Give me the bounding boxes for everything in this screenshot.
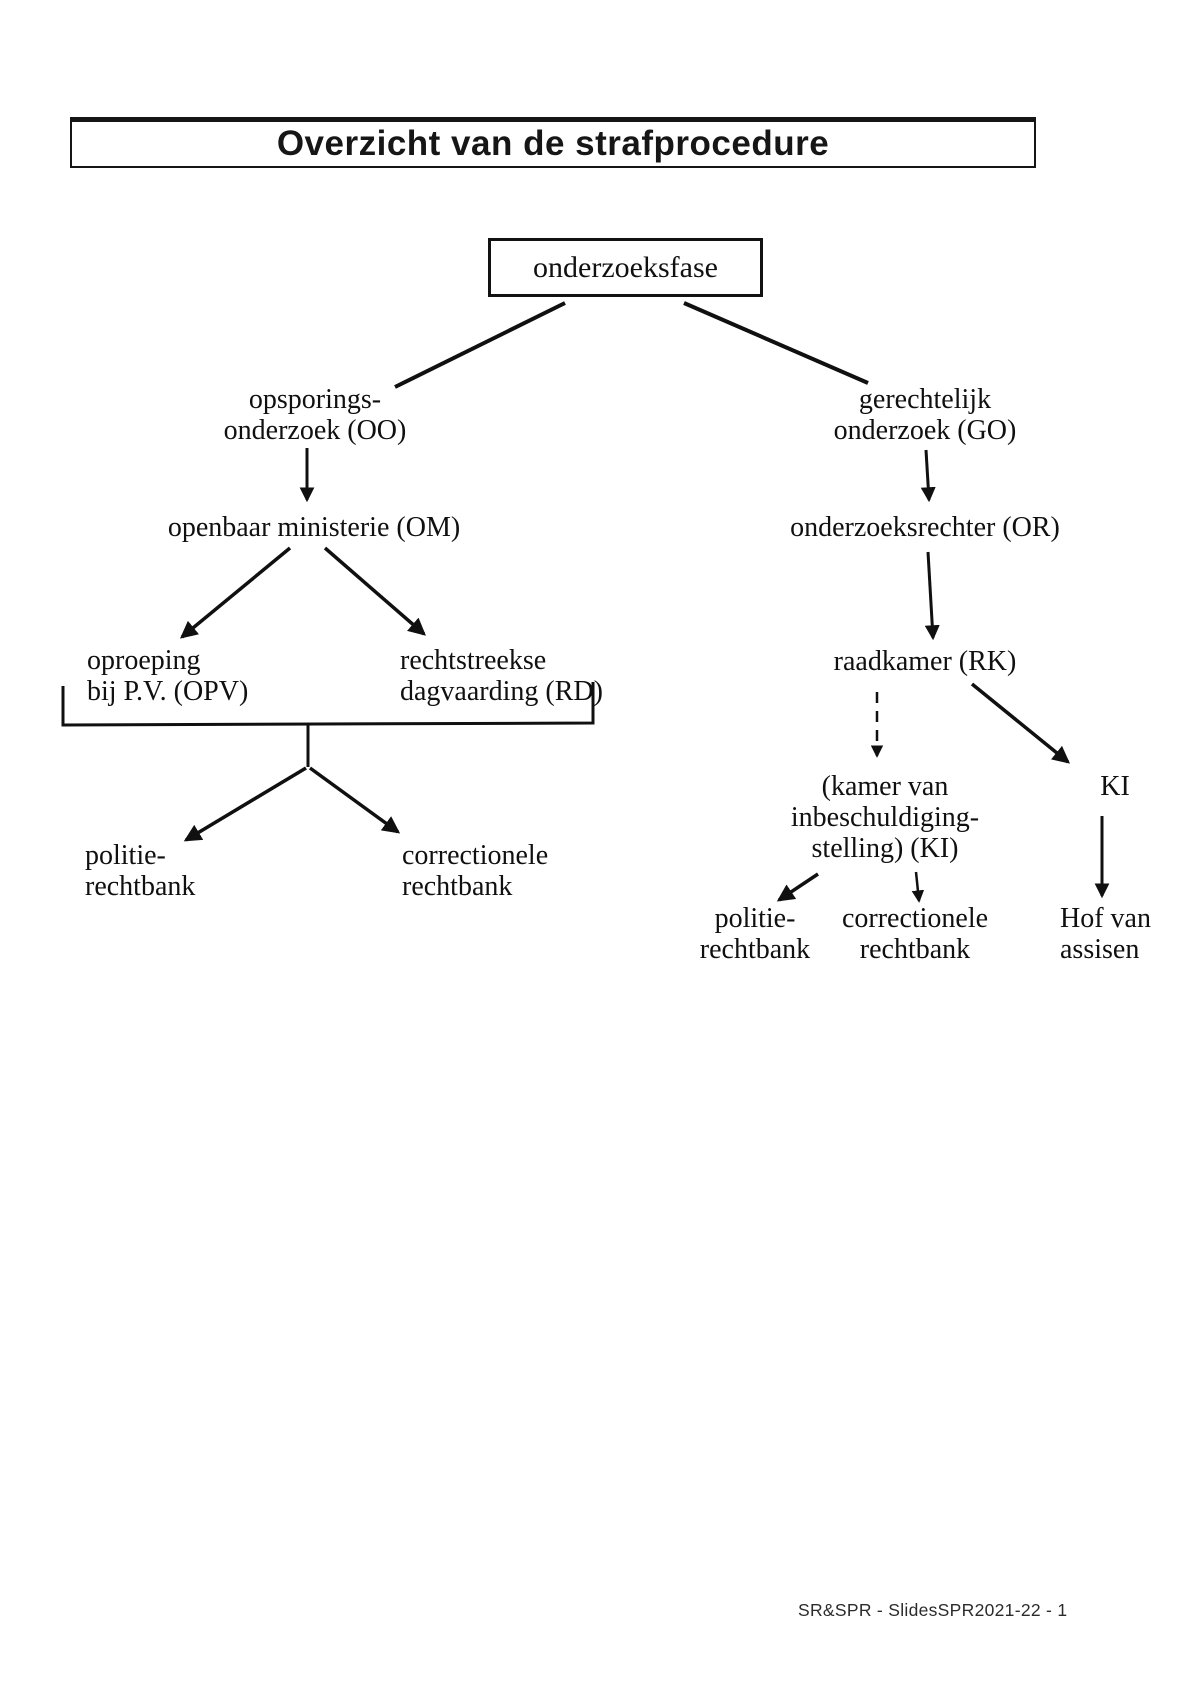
node-onderzoeksrechter-label: onderzoeksrechter (OR): [790, 512, 1060, 543]
node-kamer-line2: inbeschuldiging-: [790, 802, 980, 833]
node-politierechtbank-rechts-line2: rechtbank: [699, 934, 811, 965]
node-hof-van-assisen: Hof van assisen: [1060, 903, 1151, 965]
node-gerechtelijk-onderzoek: gerechtelijk onderzoek (GO): [775, 384, 1075, 446]
node-rechtstreekse-dagvaarding: rechtstreekse dagvaarding (RD): [400, 645, 603, 707]
node-kamer-line3: stelling) (KI): [811, 833, 959, 864]
node-oproeping-pv: oproeping bij P.V. (OPV): [87, 645, 248, 707]
edge-or-rk-arrow: [924, 551, 940, 641]
node-correctionele-rechtbank-links-line2: rechtbank: [402, 871, 513, 902]
node-gerechtelijk-onderzoek-line2: onderzoek (GO): [833, 415, 1017, 446]
edge-go-or-arrow: [920, 449, 936, 503]
node-rechtstreekse-dagvaarding-line1: rechtstreekse: [400, 645, 547, 676]
edge-bracket-politie-arrow: [183, 766, 307, 842]
title-box: Overzicht van de strafprocedure: [70, 117, 1036, 168]
node-onderzoeksrechter: onderzoeksrechter (OR): [725, 512, 1125, 543]
edge-kamer-politie-arrow: [776, 872, 819, 902]
edge-onderzoeksfase-go: [683, 301, 869, 385]
node-correctionele-rechtbank-links: correctionele rechtbank: [402, 840, 548, 902]
node-opsporingsonderzoek-line1: opsporings-: [248, 384, 382, 415]
node-politierechtbank-links: politie- rechtbank: [85, 840, 195, 902]
node-gerechtelijk-onderzoek-line1: gerechtelijk: [858, 384, 992, 415]
node-politierechtbank-links-line2: rechtbank: [85, 871, 196, 902]
node-opsporingsonderzoek-line2: onderzoek (OO): [223, 415, 407, 446]
edge-bracket-correctionele-arrow: [308, 766, 401, 834]
node-onderzoeksfase: onderzoeksfase: [488, 238, 763, 297]
edge-rk-ki-arrow: [970, 682, 1071, 764]
node-hof-van-assisen-line2: assisen: [1060, 934, 1140, 965]
node-correctionele-rechtbank-rechts-line2: rechtbank: [859, 934, 971, 965]
edge-onderzoeksfase-oo: [394, 301, 566, 389]
node-onderzoeksfase-label: onderzoeksfase: [533, 250, 718, 284]
node-hof-van-assisen-line1: Hof van: [1060, 903, 1151, 934]
page-title: Overzicht van de strafprocedure: [276, 124, 830, 163]
edge-om-rd-arrow: [323, 546, 426, 636]
edge-kamer-correctionele-arrow: [911, 871, 925, 903]
slide-footer: SR&SPR - SlidesSPR2021-22 - 1: [798, 1600, 1068, 1620]
node-ki: KI: [1065, 771, 1165, 802]
node-correctionele-rechtbank-links-line1: correctionele: [402, 840, 549, 871]
node-raadkamer: raadkamer (RK): [775, 646, 1075, 677]
node-kamer-line1: (kamer van: [821, 771, 949, 802]
node-rechtstreekse-dagvaarding-line2: dagvaarding (RD): [400, 676, 603, 707]
node-correctionele-rechtbank-rechts-line1: correctionele: [841, 903, 989, 934]
node-openbaar-ministerie-label: openbaar ministerie (OM): [167, 512, 461, 543]
node-politierechtbank-rechts: politie- rechtbank: [680, 903, 830, 965]
node-opsporingsonderzoek: opsporings- onderzoek (OO): [165, 384, 465, 446]
node-openbaar-ministerie: openbaar ministerie (OM): [114, 512, 514, 543]
edge-om-opv-arrow: [179, 546, 292, 639]
node-ki-label: KI: [1100, 771, 1130, 802]
node-politierechtbank-links-line1: politie-: [85, 840, 166, 871]
node-kamer-van-inbeschuldigingstelling: (kamer van inbeschuldiging- stelling) (K…: [735, 771, 1035, 864]
node-politierechtbank-rechts-line1: politie-: [714, 903, 796, 934]
node-oproeping-pv-line2: bij P.V. (OPV): [87, 676, 249, 707]
node-correctionele-rechtbank-rechts: correctionele rechtbank: [820, 903, 1010, 965]
node-raadkamer-label: raadkamer (RK): [833, 646, 1017, 677]
node-oproeping-pv-line1: oproeping: [87, 645, 201, 676]
